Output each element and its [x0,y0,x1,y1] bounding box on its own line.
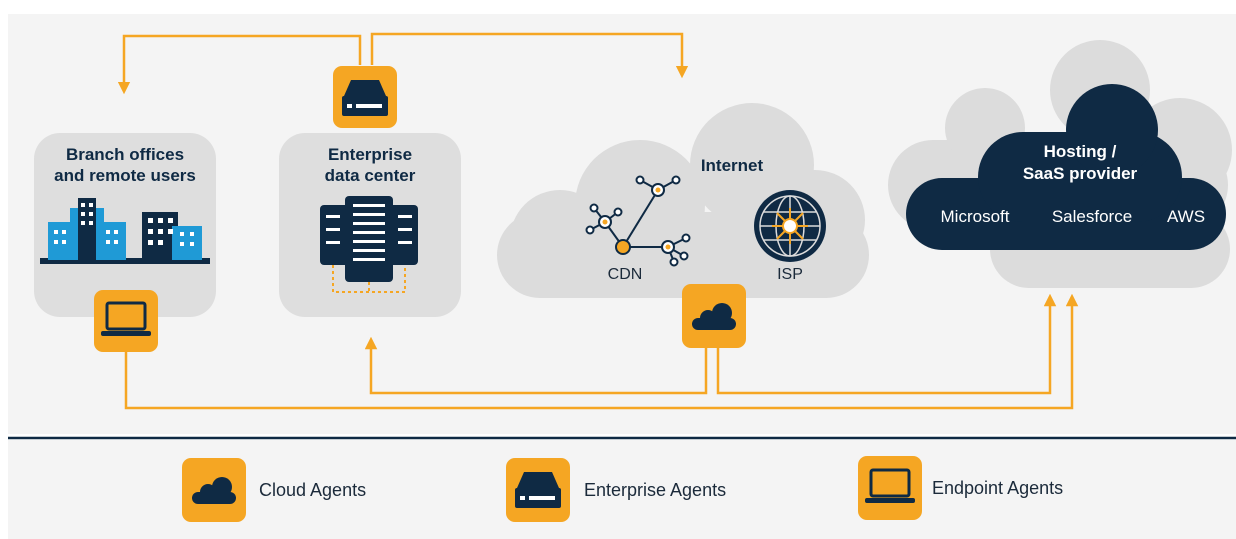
datacenter-to-branch-line [117,34,362,95]
cdn-network-icon [585,175,691,267]
legend-cloud-agent-icon [182,458,246,522]
server-rack-icon [320,196,418,293]
cloud-to-hosting-line [716,293,1057,395]
endpoint-agent-icon [94,290,158,352]
isp-label: ISP [777,266,803,283]
cdn-label: CDN [607,266,643,283]
cloud-agent-icon [682,284,746,348]
connection-lines [117,32,1079,410]
branch-title-line2: and remote users [54,166,196,185]
datacenter-title-line2: data center [324,166,416,185]
legend-enterprise-agent-icon [506,458,570,522]
internet-title: Internet [700,156,764,175]
cdn-node-dots [602,187,671,250]
hosting-title-line1: Hosting / [1043,142,1117,161]
hosting-title-line2: SaaS provider [1022,164,1138,183]
legend-endpoint-agents-label: Endpoint Agents [932,478,1064,498]
provider-aws: AWS [1166,207,1206,226]
provider-microsoft: Microsoft [940,207,1010,226]
legend-cloud-agents-label: Cloud Agents [259,480,367,500]
legend-enterprise-agents-label: Enterprise Agents [584,480,727,500]
branch-title-line1: Branch offices [65,145,185,164]
hosting-provider-cloud [906,84,1226,250]
endpoint-to-hosting-line [124,293,1079,410]
office-buildings-icon [40,198,210,264]
datacenter-to-internet-line [370,32,689,79]
legend-endpoint-agent-icon [858,456,922,520]
enterprise-agent-icon [333,66,397,128]
datacenter-title-line1: Enterprise [327,145,413,164]
cloud-to-datacenter-line [364,336,708,395]
isp-globe-icon [754,190,826,262]
provider-salesforce: Salesforce [1051,207,1133,226]
